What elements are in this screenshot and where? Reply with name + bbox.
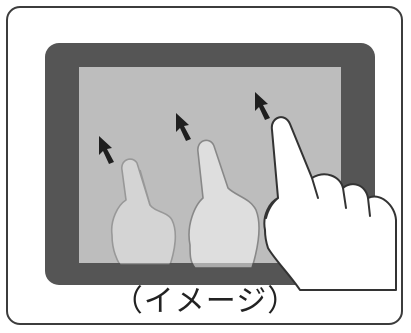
caption-text: （イメージ） [0, 282, 411, 322]
